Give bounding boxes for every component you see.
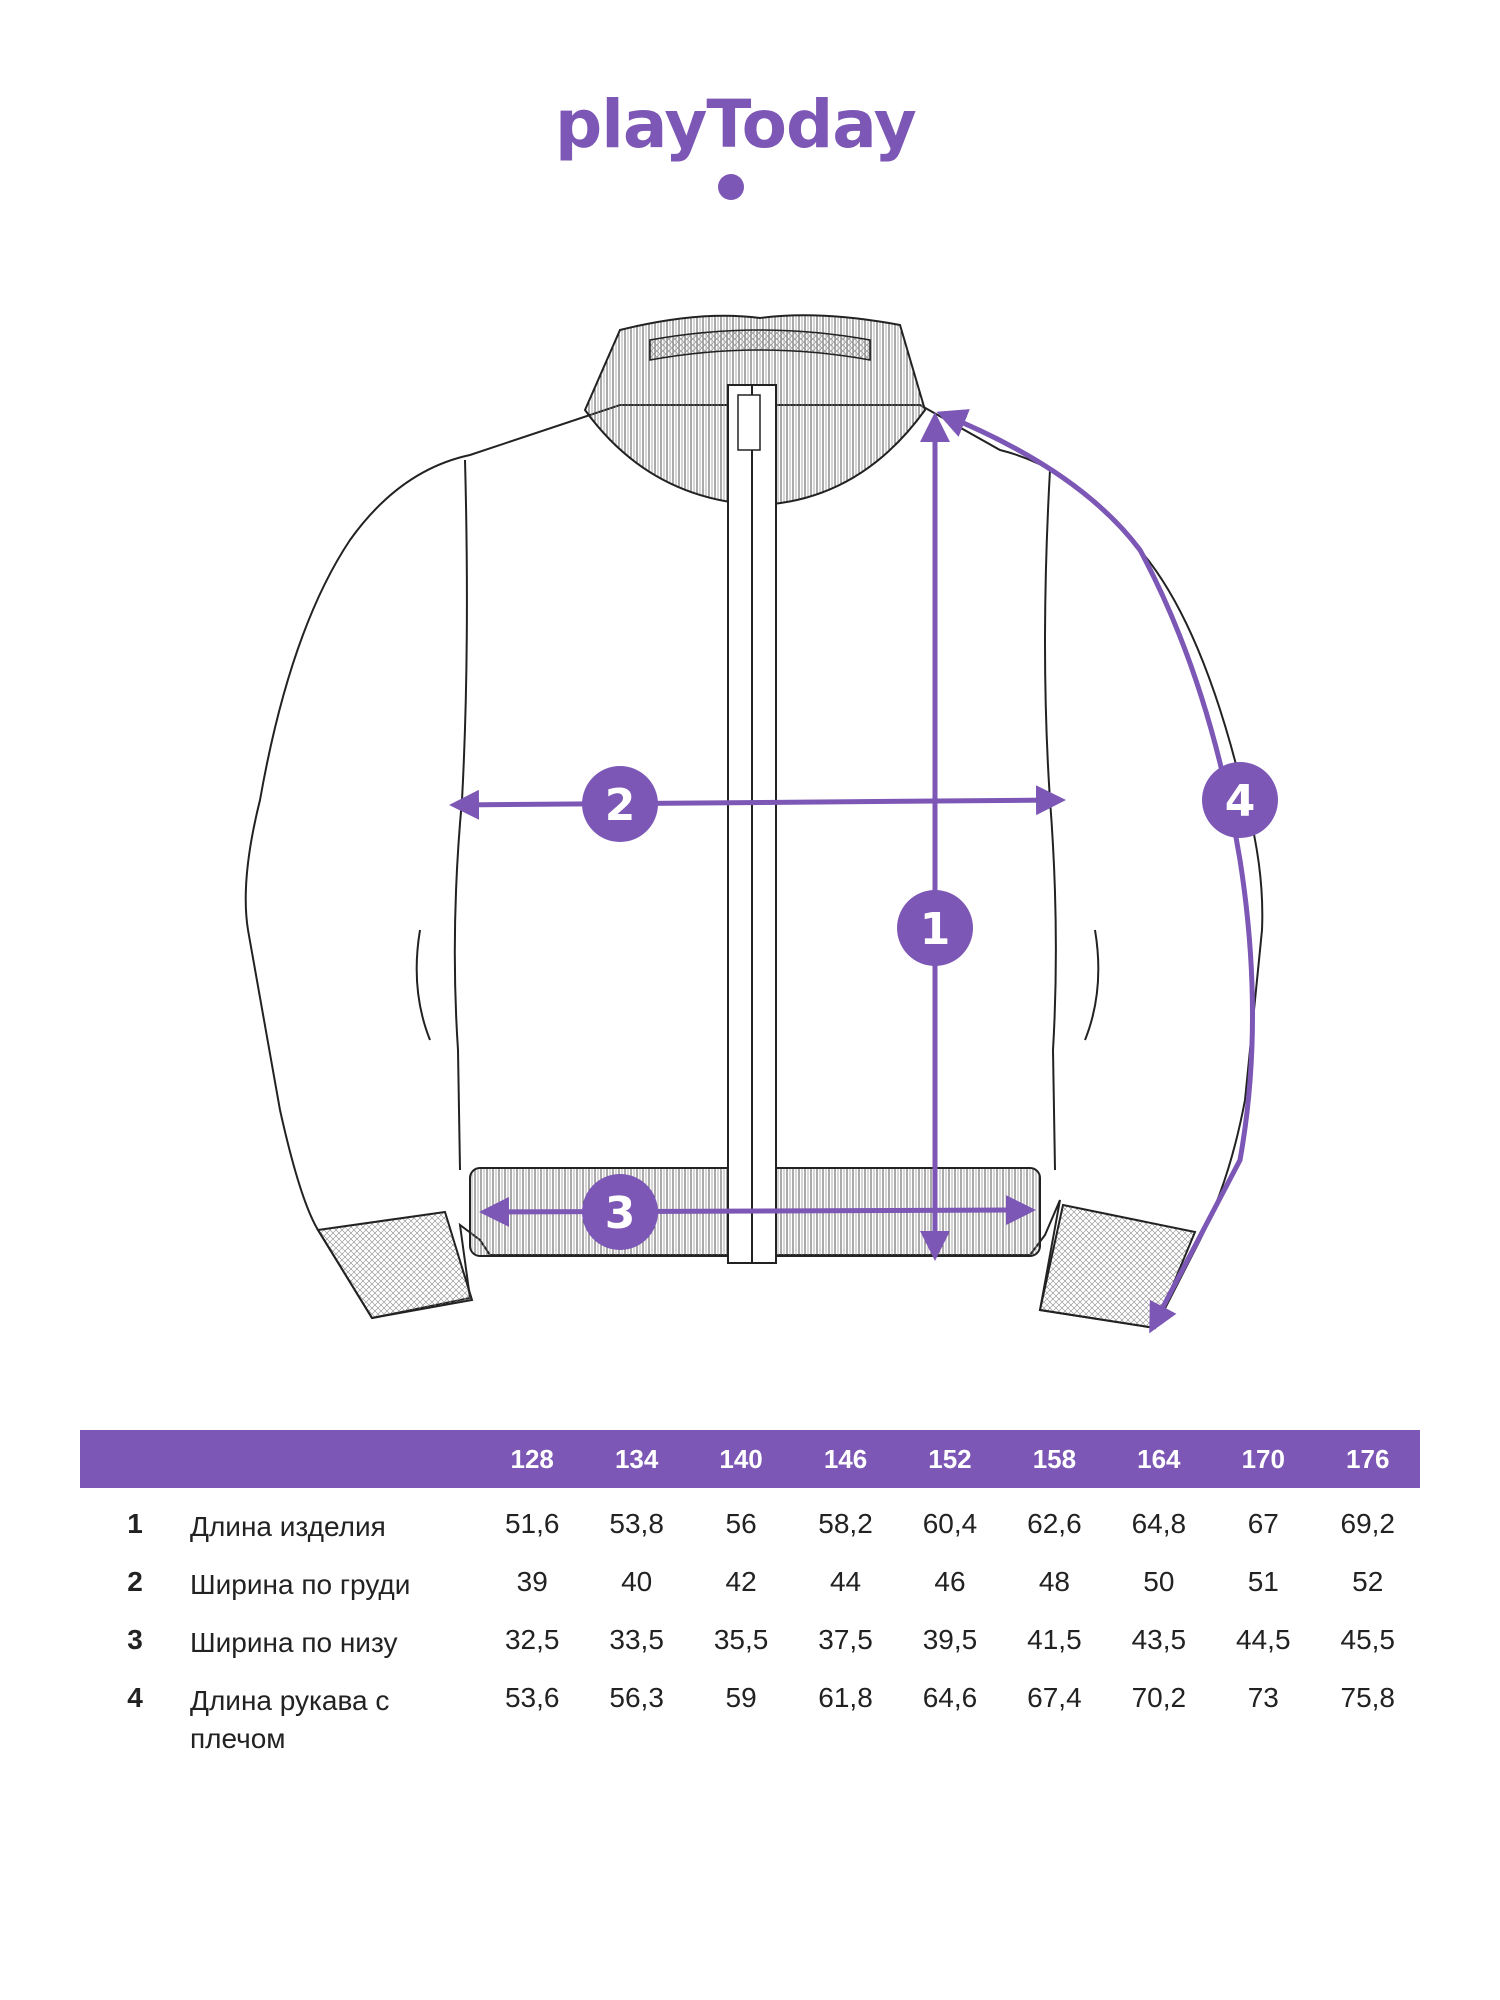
brand-logo: playToday bbox=[555, 92, 955, 212]
table-cell: 51 bbox=[1247, 1566, 1279, 1597]
marker-3-label: 3 bbox=[605, 1188, 636, 1239]
measurement-name: Ширина по низу bbox=[190, 1627, 398, 1658]
row-number: 4 bbox=[127, 1682, 143, 1713]
sleeve-length-line bbox=[936, 409, 1255, 1334]
table-cell: 44 bbox=[829, 1566, 862, 1597]
marker-1-label: 1 bbox=[920, 904, 951, 955]
size-table: 128 134 140 146 152 158 164 170 176 1 Дл… bbox=[80, 1430, 1420, 1758]
size-header: 164 bbox=[1106, 1430, 1212, 1488]
table-cell: 39 bbox=[516, 1566, 548, 1597]
hem-width-line bbox=[479, 1195, 1036, 1227]
table-row: 3 Ширина по низу 32,5 33,5 35,5 37,5 39,… bbox=[80, 1624, 1420, 1682]
table-cell: 43,5 bbox=[1131, 1624, 1187, 1655]
logo-text: playToday bbox=[555, 86, 917, 163]
table-cell: 40 bbox=[621, 1566, 653, 1597]
table-row: 1 Длина изделия 51,6 53,8 56 58,2 60,4 6… bbox=[80, 1488, 1420, 1566]
marker-2-label: 2 bbox=[605, 780, 636, 831]
table-cell: 58,2 bbox=[818, 1508, 873, 1539]
size-header: 140 bbox=[688, 1430, 794, 1488]
marker-4-label: 4 bbox=[1225, 776, 1256, 827]
row-number: 3 bbox=[127, 1624, 143, 1655]
table-cell: 56 bbox=[725, 1508, 757, 1539]
size-header: 170 bbox=[1211, 1430, 1316, 1488]
marker-1: 1 bbox=[897, 890, 973, 966]
table-cell: 67,4 bbox=[1027, 1682, 1082, 1713]
size-header: 152 bbox=[897, 1430, 1003, 1488]
measurement-name: Длина изделия bbox=[190, 1511, 386, 1542]
marker-3: 3 bbox=[582, 1174, 658, 1250]
row-number: 1 bbox=[127, 1508, 143, 1539]
marker-2: 2 bbox=[582, 766, 658, 842]
size-header: 146 bbox=[793, 1430, 898, 1488]
table-cell: 60,4 bbox=[922, 1508, 978, 1539]
table-cell: 64,6 bbox=[922, 1682, 978, 1713]
table-cell: 46 bbox=[934, 1566, 966, 1597]
table-cell: 62,6 bbox=[1027, 1508, 1082, 1539]
left-cuff bbox=[316, 1210, 474, 1320]
table-cell: 59 bbox=[725, 1682, 757, 1713]
table-cell: 67 bbox=[1247, 1508, 1279, 1539]
measurement-name: Длина рукава с плечом bbox=[190, 1685, 390, 1754]
jacket-diagram: 1 2 3 4 bbox=[244, 314, 1278, 1334]
logo-dot-icon bbox=[718, 174, 744, 200]
table-cell: 69,2 bbox=[1340, 1508, 1396, 1539]
table-cell: 32,5 bbox=[504, 1624, 560, 1655]
table-cell: 53,6 bbox=[504, 1682, 560, 1713]
table-cell: 48 bbox=[1038, 1566, 1070, 1597]
table-cell: 35,5 bbox=[713, 1624, 769, 1655]
table-cell: 73 bbox=[1247, 1682, 1279, 1713]
table-row: 2 Ширина по груди 39 40 42 44 46 48 50 5… bbox=[80, 1566, 1420, 1624]
marker-4: 4 bbox=[1202, 762, 1278, 838]
table-cell: 53,8 bbox=[609, 1508, 664, 1539]
measurement-name: Ширина по груди bbox=[190, 1569, 411, 1600]
size-header: 134 bbox=[584, 1430, 689, 1488]
table-cell: 45,5 bbox=[1340, 1624, 1396, 1655]
zipper-pull-icon bbox=[737, 394, 761, 451]
table-row: 4 Длина рукава с плечом 53,6 56,3 59 61,… bbox=[80, 1682, 1420, 1758]
table-cell: 33,5 bbox=[609, 1624, 664, 1655]
row-number: 2 bbox=[127, 1566, 143, 1597]
table-cell: 70,2 bbox=[1131, 1682, 1187, 1713]
table-cell: 41,5 bbox=[1027, 1624, 1082, 1655]
table-cell: 64,8 bbox=[1131, 1508, 1187, 1539]
table-cell: 51,6 bbox=[504, 1508, 560, 1539]
table-cell: 52 bbox=[1352, 1566, 1384, 1597]
size-header: 158 bbox=[1002, 1430, 1107, 1488]
size-header: 128 bbox=[480, 1430, 585, 1488]
table-cell: 61,8 bbox=[818, 1682, 873, 1713]
table-cell: 44,5 bbox=[1236, 1624, 1291, 1655]
size-header-row: 128 134 140 146 152 158 164 170 176 bbox=[80, 1430, 1420, 1488]
table-cell: 56,3 bbox=[609, 1682, 664, 1713]
table-cell: 37,5 bbox=[818, 1624, 873, 1655]
table-cell: 75,8 bbox=[1340, 1682, 1396, 1713]
table-cell: 50 bbox=[1143, 1566, 1175, 1597]
table-cell: 39,5 bbox=[922, 1624, 978, 1655]
table-cell: 42 bbox=[725, 1566, 757, 1597]
size-header: 176 bbox=[1315, 1430, 1420, 1488]
